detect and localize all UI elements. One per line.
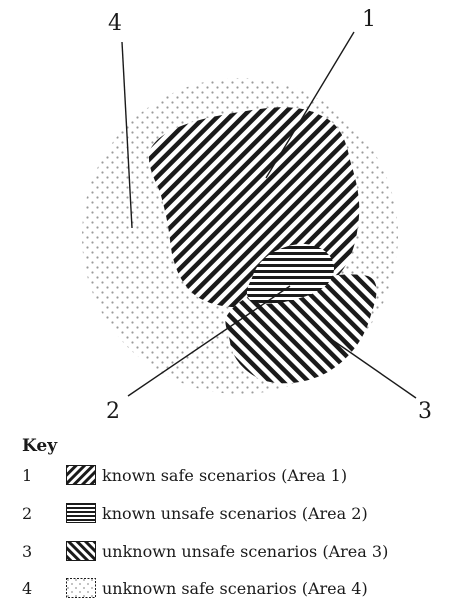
horizontal-hatch-swatch-icon <box>66 503 96 523</box>
key-label: unknown unsafe scenarios (Area 3) <box>102 541 389 561</box>
callout-3: 3 <box>418 399 432 424</box>
leader-line-1 <box>265 31 355 179</box>
key-item-2: 2 known unsafe scenarios (Area 2) <box>22 501 368 525</box>
dotted-swatch-icon <box>66 578 96 598</box>
key-label: known unsafe scenarios (Area 2) <box>102 503 368 523</box>
key-number: 1 <box>22 465 33 485</box>
key-item-3: 3 unknown unsafe scenarios (Area 3) <box>22 539 388 563</box>
key-item-1: 1 known safe scenarios (Area 1) <box>22 463 347 487</box>
key-item-4: 4 unknown safe scenarios (Area 4) <box>22 576 368 600</box>
leader-line-4 <box>121 41 133 229</box>
leader-line-2 <box>127 285 291 397</box>
key-label: known safe scenarios (Area 1) <box>102 465 348 485</box>
key-label: unknown safe scenarios (Area 4) <box>102 578 368 598</box>
callout-2: 2 <box>106 399 120 424</box>
callout-1: 1 <box>362 7 376 32</box>
reverse-diagonal-hatch-swatch-icon <box>66 541 96 561</box>
key-number: 2 <box>22 503 33 523</box>
scenario-diagram: 1 2 3 4 <box>82 7 432 424</box>
key-number: 3 <box>22 541 33 561</box>
callout-4: 4 <box>108 11 122 36</box>
diagonal-hatch-swatch-icon <box>66 465 96 485</box>
leader-line-3 <box>317 329 417 399</box>
area-2-known-unsafe <box>246 243 334 304</box>
key-title: Key <box>22 436 58 456</box>
key-number: 4 <box>22 578 33 598</box>
